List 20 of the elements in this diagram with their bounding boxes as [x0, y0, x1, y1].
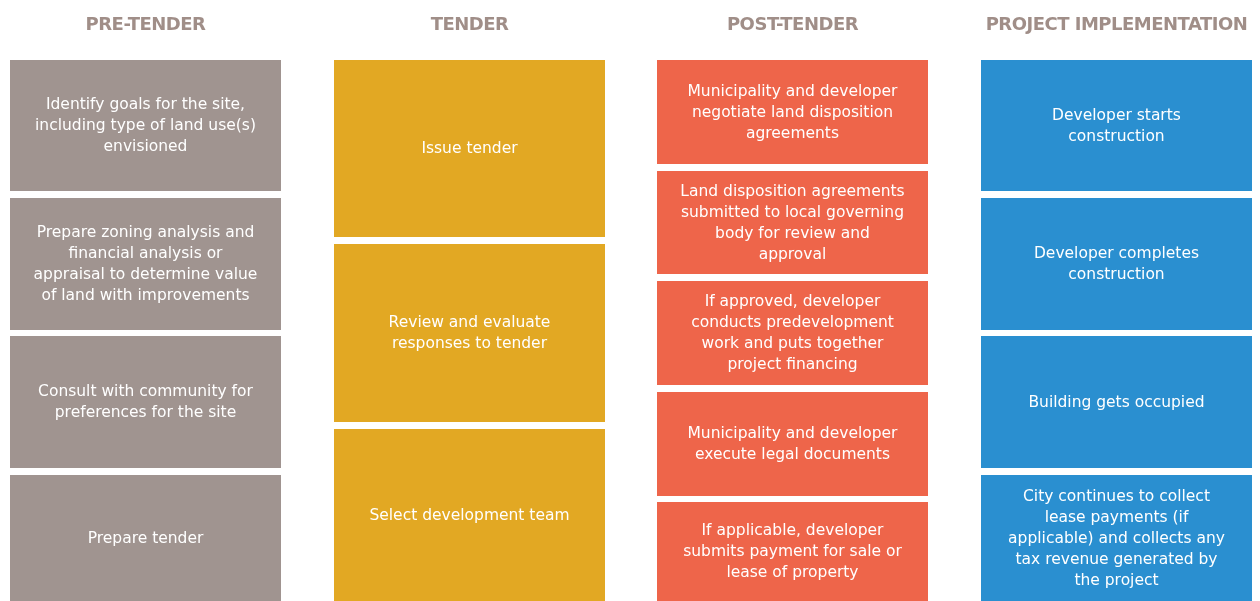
step-box: Review and evaluate responses to tender [334, 244, 605, 422]
column-heading: POST-TENDER [725, 12, 860, 36]
step-box: Prepare zoning analysis and financial analysis or appraisal to determine value of land with improvements [10, 198, 281, 330]
step-box: Consult with community for preferences for the site [10, 336, 281, 468]
step-box: Developer completes construction [981, 198, 1252, 330]
step-box: Prepare tender [10, 475, 281, 601]
step-box: Developer starts construction [981, 60, 1252, 191]
column-heading: PROJECT IMPLEMENTATION [984, 12, 1249, 36]
column-heading: PRE-TENDER [84, 12, 207, 36]
step-box: Select development team [334, 429, 605, 601]
column-heading: TENDER [429, 12, 510, 36]
step-box: Building gets occupied [981, 336, 1252, 468]
step-box: Municipality and developer negotiate land disposition agreements [657, 60, 928, 164]
step-box: Identify goals for the site, including type of land use(s) envisioned [10, 60, 281, 191]
step-box: If approved, developer conducts predevelopment work and puts together project financing [657, 281, 928, 385]
step-box: If applicable, developer submits payment for sale or lease of property [657, 502, 928, 601]
step-box: Issue tender [334, 60, 605, 237]
step-box: Municipality and developer execute legal documents [657, 392, 928, 496]
step-box: City continues to collect lease payments (if applicable) and collects any tax revenue generated by the project [981, 475, 1252, 601]
step-box: Land disposition agreements submitted to local governing body for review and approval [657, 171, 928, 274]
